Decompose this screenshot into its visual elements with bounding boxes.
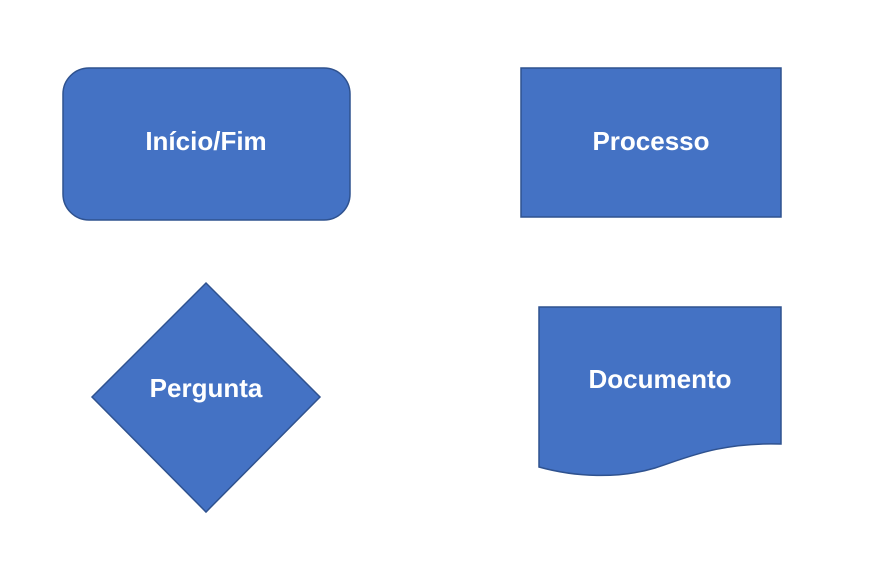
decision-label: Pergunta (150, 373, 263, 403)
document-shape[interactable]: Documento (538, 306, 782, 477)
document-label: Documento (589, 364, 732, 394)
process-shape[interactable]: Processo (520, 67, 782, 218)
start-end-rounded-rect (62, 67, 351, 221)
start-end-shape[interactable]: Início/Fim (62, 67, 351, 221)
start-end-label: Início/Fim (145, 126, 266, 156)
document-wavy-shape (538, 306, 782, 477)
process-label: Processo (592, 126, 709, 156)
process-rect (520, 67, 782, 218)
decision-diamond (90, 281, 322, 514)
decision-shape[interactable]: Pergunta (90, 281, 322, 514)
